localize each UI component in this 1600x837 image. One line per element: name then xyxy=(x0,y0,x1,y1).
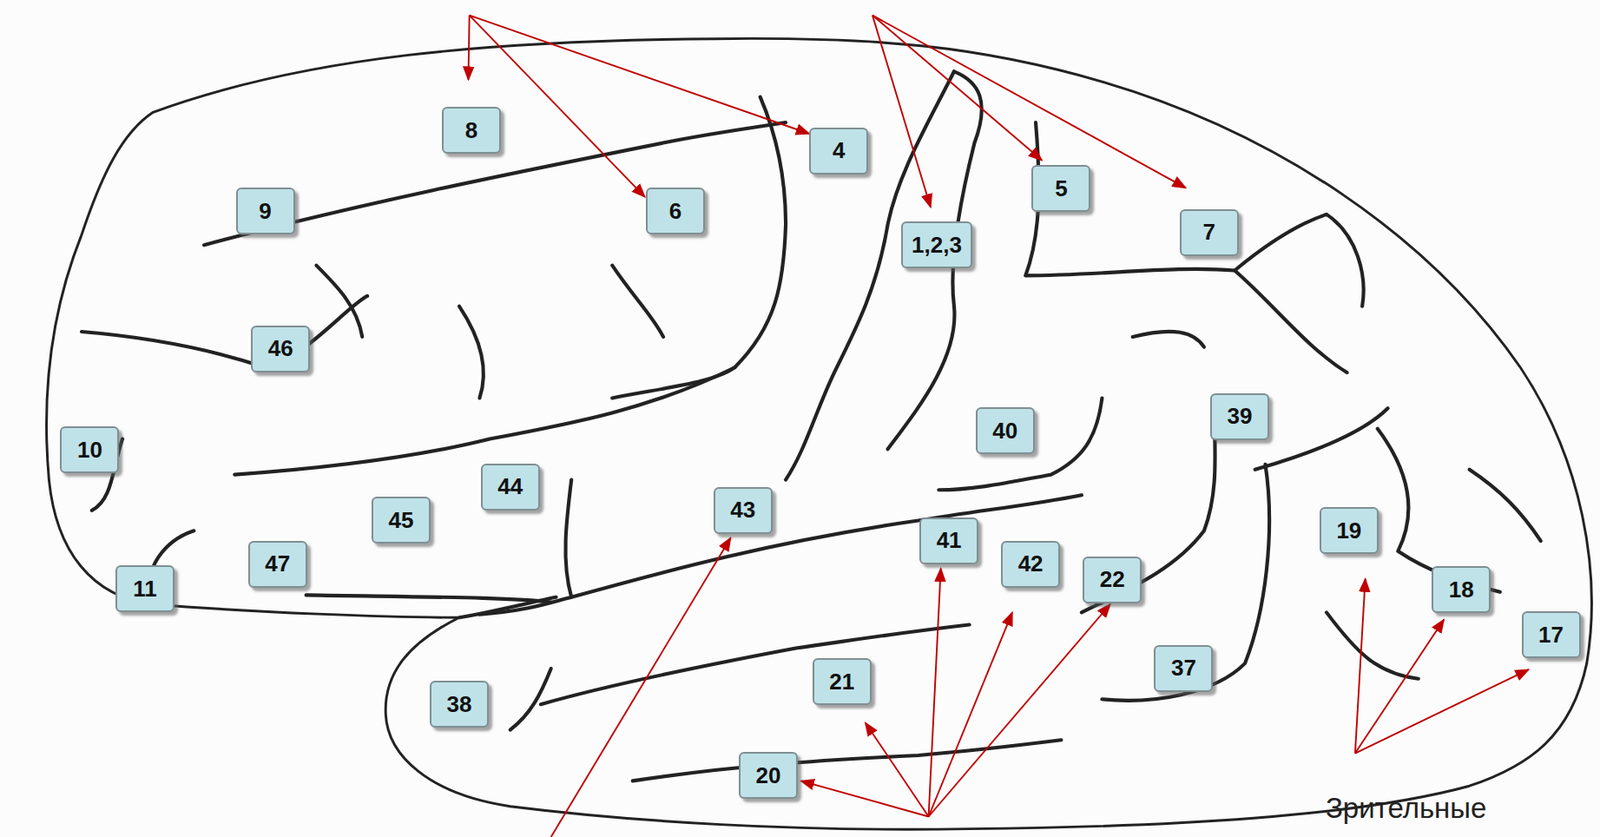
area-box: 37 xyxy=(1153,645,1213,692)
area-number: 6 xyxy=(669,197,682,225)
area-box: 45 xyxy=(371,496,431,544)
area-box: 44 xyxy=(480,463,540,511)
area-number: 44 xyxy=(497,473,523,501)
area-number: 10 xyxy=(77,436,103,464)
brain-outline xyxy=(46,38,1593,830)
area-number: 9 xyxy=(258,197,271,225)
area-box: 42 xyxy=(1000,540,1061,588)
area-number: 43 xyxy=(730,496,756,524)
area-box: 4 xyxy=(809,127,869,175)
leader-lines xyxy=(468,15,1529,837)
area-number: 46 xyxy=(268,335,294,363)
area-number: 4 xyxy=(832,137,845,165)
area-box: 19 xyxy=(1319,506,1379,554)
area-box: 17 xyxy=(1521,611,1581,659)
area-box: 18 xyxy=(1431,566,1491,613)
area-number: 7 xyxy=(1203,218,1216,246)
area-box: 7 xyxy=(1179,209,1239,257)
area-box: 6 xyxy=(645,187,705,235)
area-number: 5 xyxy=(1054,175,1067,203)
area-box: 10 xyxy=(59,426,119,474)
area-box: 47 xyxy=(248,540,308,588)
area-box: 9 xyxy=(236,187,296,235)
area-number: 39 xyxy=(1227,402,1253,430)
area-box: 20 xyxy=(738,751,798,799)
area-number: 37 xyxy=(1171,654,1197,682)
area-number: 47 xyxy=(264,550,290,578)
area-number: 42 xyxy=(1018,550,1044,578)
area-number: 19 xyxy=(1336,517,1362,545)
area-box: 1,2,3 xyxy=(901,221,973,269)
area-number: 1,2,3 xyxy=(911,231,962,259)
area-box: 22 xyxy=(1082,556,1142,604)
area-number: 22 xyxy=(1099,566,1126,593)
area-box: 38 xyxy=(429,680,489,728)
area-number: 17 xyxy=(1538,621,1564,649)
area-box: 39 xyxy=(1210,393,1270,441)
area-number: 20 xyxy=(756,762,782,790)
area-number: 8 xyxy=(465,117,478,145)
area-number: 21 xyxy=(829,668,855,696)
area-number: 41 xyxy=(936,526,962,554)
area-number: 18 xyxy=(1448,576,1475,604)
area-box: 5 xyxy=(1031,164,1091,212)
group-label: Зрительные xyxy=(1325,791,1487,825)
area-box: 8 xyxy=(441,106,501,154)
area-box: 43 xyxy=(713,487,773,534)
area-box: 21 xyxy=(812,658,872,705)
sulci xyxy=(81,71,1541,781)
area-number: 40 xyxy=(992,417,1018,445)
area-number: 11 xyxy=(132,575,158,603)
area-box: 46 xyxy=(250,325,310,373)
area-number: 45 xyxy=(388,506,414,534)
area-number: 38 xyxy=(446,691,472,718)
area-box: 40 xyxy=(975,407,1035,455)
area-box: 11 xyxy=(115,565,175,613)
area-box: 41 xyxy=(919,517,979,565)
